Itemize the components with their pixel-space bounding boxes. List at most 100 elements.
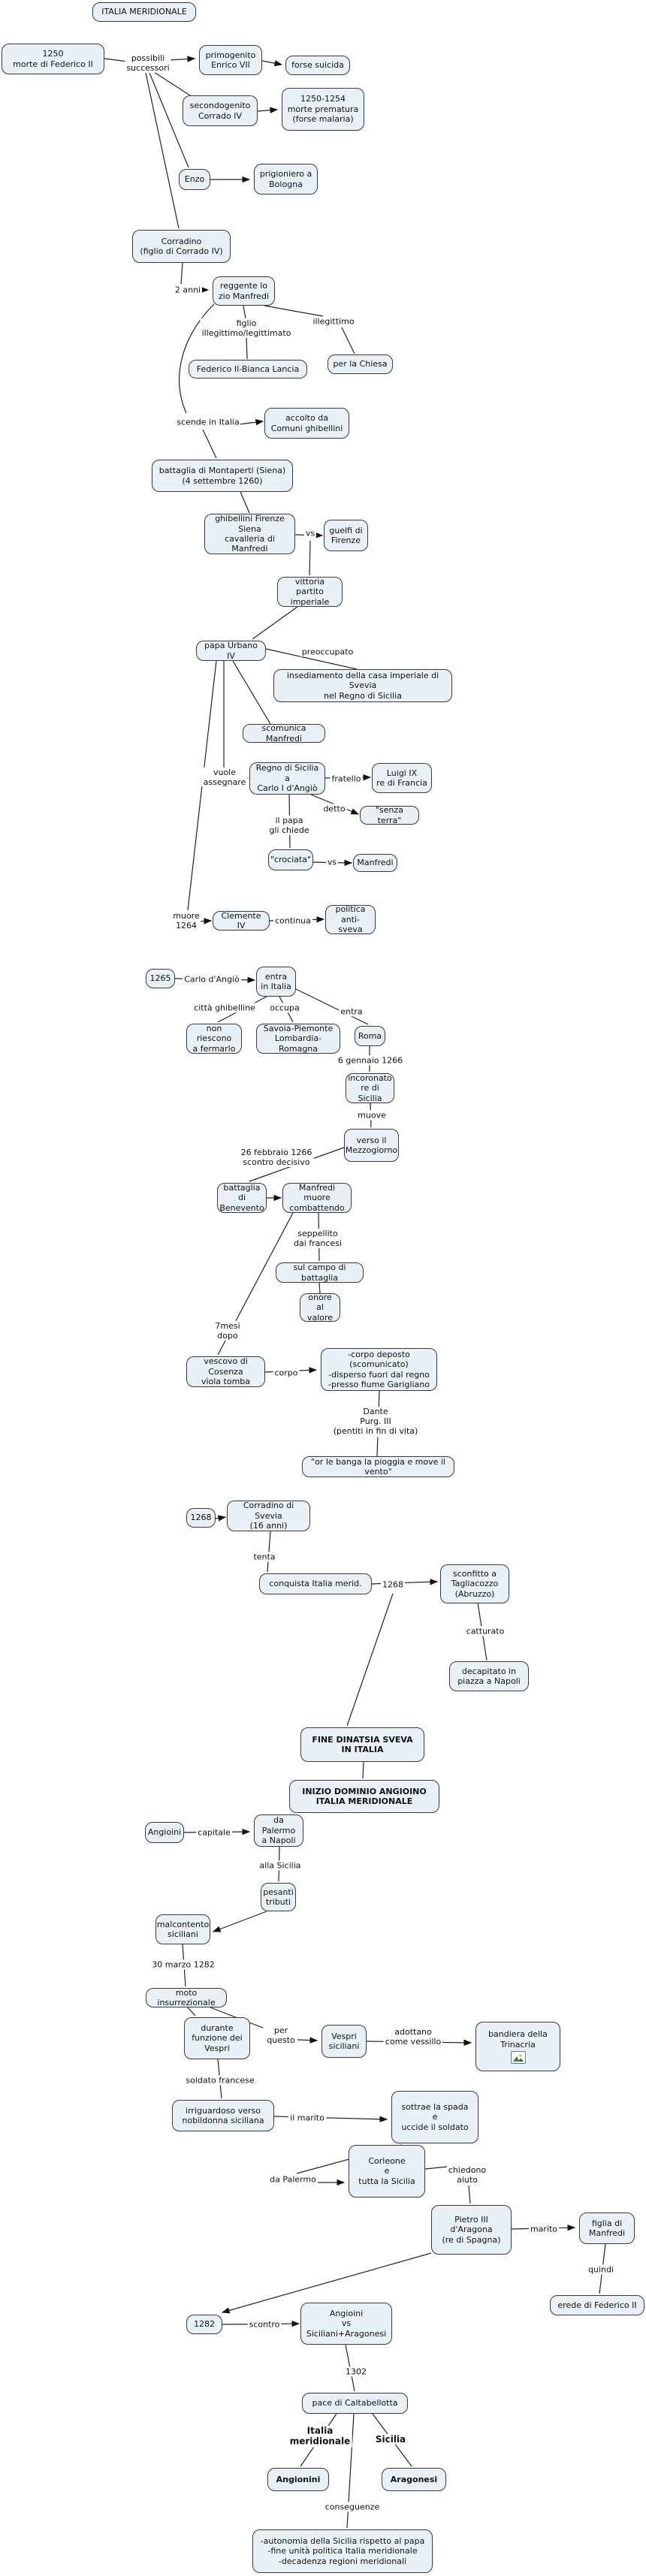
node-crociata[interactable]: "crociata"	[268, 849, 313, 870]
node-secondogenito-corrado-iv[interactable]: secondogenito Corrado IV	[183, 95, 258, 126]
node-insediamento-casa-svevia[interactable]: insediamento della casa imperiale di Sve…	[273, 669, 452, 702]
node-primogenito-enrico-vii[interactable]: primogenito Enrico VII	[199, 45, 262, 75]
link-label-entra: entra	[339, 1006, 364, 1017]
node-sconfitto-tagliacozzo[interactable]: sconfitto a Tagliacozzo (Abruzzo)	[440, 1564, 509, 1603]
link-label-scende-in-italia: scende in Italia	[175, 417, 241, 427]
link-label-1268: 1268	[381, 1579, 405, 1590]
link-label-il-marito: il marito	[288, 2113, 326, 2123]
link-label-muore-1264: muore 1264	[171, 910, 201, 931]
node-pesanti-tributi[interactable]: pesanti tributi	[261, 1883, 296, 1911]
link-label-sicilia: Sicilia	[373, 2433, 408, 2445]
node-conseguenze-finali[interactable]: -autonomia della Sicilia rispetto al pap…	[252, 2529, 433, 2573]
link-label-2-anni: 2 anni	[173, 285, 203, 295]
link-label-italia-meridionale: Italia meridionale	[288, 2425, 352, 2448]
node-battaglia-di-benevento[interactable]: battaglia di Benevento	[217, 1183, 267, 1213]
node-inizio-dominio-angioino[interactable]: INIZIO DOMINIO ANGIOINO ITALIA MERIDIONA…	[289, 1780, 439, 1813]
node-onore-al-valore[interactable]: onore al valore	[300, 1293, 340, 1323]
link-label-carlo-dangio: Carlo d'Angiò	[183, 974, 241, 985]
node-luigi-ix[interactable]: Luigi IX re di Francia	[372, 763, 432, 793]
node-corradino-di-svevia[interactable]: Corradino di Svevia (16 anni)	[227, 1501, 310, 1531]
node-corleone-e-tutta-sicilia[interactable]: Corleone e tutta la Sicilia	[349, 2145, 425, 2197]
node-reggente-zio-manfredi[interactable]: reggente lo zio Manfredi	[213, 276, 275, 306]
node-forse-suicida[interactable]: forse suicida	[285, 56, 350, 75]
link-label-alla-sicilia: alla Sicilia	[258, 1860, 303, 1871]
node-conquista-italia-merid[interactable]: conquista Italia merid.	[259, 1573, 372, 1594]
node-pace-di-caltabellotta[interactable]: pace di Caltabellotta	[302, 2393, 408, 2414]
node-fine-dinastia-sveva[interactable]: FINE DINATSIA SVEVA IN ITALIA	[300, 1727, 424, 1762]
node-moto-insurrezionale[interactable]: moto insurrezionale	[146, 1988, 227, 2007]
node-pietro-iii-daragona[interactable]: Pietro III d'Aragona (re di Spagna)	[431, 2205, 512, 2255]
trinacria-image-attachment-icon[interactable]	[510, 2050, 526, 2064]
node-non-riescono-a-fermarlo[interactable]: non riescono a fermarlo	[186, 1024, 242, 1054]
node-erede-di-federico-ii[interactable]: erede di Federico II	[550, 2295, 644, 2315]
link-label-capitale: capitale	[196, 1827, 232, 1838]
link-label-tenta: tenta	[252, 1552, 277, 1562]
node-federico-bianca-lancia[interactable]: Federico II-Bianca Lancia	[189, 360, 307, 379]
node-per-la-chiesa[interactable]: per la Chiesa	[328, 354, 393, 374]
node-citazione-dante[interactable]: "or le banga la pioggia e move il vento"	[302, 1456, 454, 1477]
link-label-catturato: catturato	[464, 1626, 506, 1636]
node-aragonesi[interactable]: Aragonesi	[382, 2468, 446, 2491]
link-label-marito: marito	[528, 2224, 560, 2234]
node-vespri-siciliani[interactable]: Vespri siciliani	[321, 2025, 367, 2058]
node-manfredi[interactable]: Manfredi	[353, 854, 397, 872]
link-label-figlio-illegittimo: figlio illegittimo/legittimato	[200, 318, 293, 339]
link-label-muove: muove	[356, 1110, 388, 1121]
link-label-da-palermo: da Palermo	[268, 2174, 318, 2185]
node-scomunica-manfredi[interactable]: scomunica Manfredi	[243, 723, 325, 744]
link-label-scontro: scontro	[247, 2319, 282, 2330]
link-label-quindi: quindi	[586, 2264, 616, 2275]
node-guelfi-di-firenze[interactable]: guelfi di Firenze	[324, 520, 368, 551]
node-angionini[interactable]: Angionini	[267, 2468, 329, 2491]
node-anno-1265[interactable]: 1265	[146, 969, 175, 988]
node-clemente-iv[interactable]: Clemente IV	[213, 911, 270, 931]
link-label-corpo: corpo	[273, 1368, 300, 1378]
link-label-detto: detto	[321, 804, 347, 814]
node-vittoria-partito-imperiale[interactable]: vittoria partito imperiale	[277, 577, 343, 607]
node-sottrae-la-spada[interactable]: sottrae la spada e uccide il soldato	[391, 2091, 478, 2143]
node-morte-prematura[interactable]: 1250-1254 morte prematura (forse malaria…	[282, 88, 364, 131]
node-angioini[interactable]: Angioini	[145, 1822, 184, 1843]
node-bandiera-della-trinacria[interactable]: bandiera della Trinacria	[475, 2022, 560, 2071]
node-manfredi-muore-combattendo[interactable]: Manfredi muore combattendo	[282, 1183, 352, 1213]
node-sul-campo-di-battaglia[interactable]: sul campo di battaglia	[276, 1262, 364, 1283]
node-prigioniero-a-bologna[interactable]: prigioniero a Bologna	[254, 164, 318, 195]
link-label-vuole-assegnare: vuole assegnare	[201, 767, 248, 788]
node-ghibellini-firenze-siena[interactable]: ghibellini Firenze Siena cavalleria di M…	[204, 514, 295, 554]
node-senza-terra[interactable]: "senza terra"	[360, 805, 419, 825]
node-politica-anti-sveva[interactable]: politica anti-sveva	[325, 904, 376, 934]
link-label-occupa: occupa	[268, 1003, 301, 1013]
node-enzo[interactable]: Enzo	[179, 169, 210, 190]
node-durante-funzione-vespri[interactable]: durante funzione dei Vespri	[184, 2017, 250, 2059]
node-anno-1282[interactable]: 1282	[186, 2315, 222, 2334]
node-regno-sicilia-carlo-angio[interactable]: Regno di Sicilia a Carlo I d'Angiò	[249, 762, 325, 795]
link-label-soldato-francese: soldato francese	[184, 2075, 256, 2086]
node-corpo-deposto[interactable]: -corpo deposto (scomunicato) -disperso f…	[321, 1348, 437, 1391]
node-verso-il-mezzogiorno[interactable]: verso il Mezzogiorno	[344, 1129, 399, 1162]
node-entra-in-italia[interactable]: entra in Italia	[256, 967, 296, 997]
node-papa-urbano-iv[interactable]: papa Urbano IV	[196, 641, 266, 661]
link-label-vs-1: vs	[303, 528, 317, 538]
link-label-1302: 1302	[344, 2366, 368, 2377]
node-malcontento-siciliani[interactable]: malcontento siciliani	[155, 1914, 210, 1944]
link-label-6-gennaio-1266: 6 gennaio 1266	[336, 1055, 405, 1066]
node-title-italia-meridionale[interactable]: ITALIA MERIDIONALE	[92, 2, 196, 22]
node-incoronato-re-di-sicilia[interactable]: incoronato re di Sicilia	[346, 1073, 394, 1103]
node-accolto-comuni-ghibellini[interactable]: accolto da Comuni ghibellini	[264, 408, 349, 439]
node-figlia-di-manfredi[interactable]: figlia di Manfredi	[579, 2213, 635, 2244]
node-angioini-vs-siciliani-aragonesi[interactable]: Angioini vs Siciliani+Aragonesi	[300, 2303, 392, 2345]
node-corradino-figlio-corrado[interactable]: Corradino (figlio di Corrado IV)	[132, 230, 231, 263]
node-decapitato-a-napoli[interactable]: decapitato in piazza a Napoli	[449, 1661, 529, 1691]
link-label-7-mesi-dopo: 7mesi dopo	[213, 1320, 242, 1341]
node-savoia-piemonte-lombardia[interactable]: Savoia-Piemonte Lombardia-Romagna	[256, 1024, 340, 1054]
node-vescovo-di-cosenza[interactable]: vescovo di Cosenza vìola tomba	[186, 1356, 265, 1387]
link-label-continua: continua	[273, 915, 312, 926]
node-anno-1268[interactable]: 1268	[186, 1508, 216, 1528]
node-battaglia-montaperti[interactable]: battaglia di Montaperti (Siena) (4 sette…	[152, 460, 293, 492]
node-da-palermo-a-napoli[interactable]: da Palermo a Napoli	[254, 1814, 303, 1847]
node-roma[interactable]: Roma	[355, 1026, 385, 1046]
node-irriguardoso-nobildonna[interactable]: irriguardoso verso nobildonna siciliana	[172, 2100, 274, 2131]
node-morte-federico-ii[interactable]: 1250 morte di Federico II	[2, 44, 104, 74]
link-label-conseguenze: conseguenze	[323, 2502, 382, 2512]
